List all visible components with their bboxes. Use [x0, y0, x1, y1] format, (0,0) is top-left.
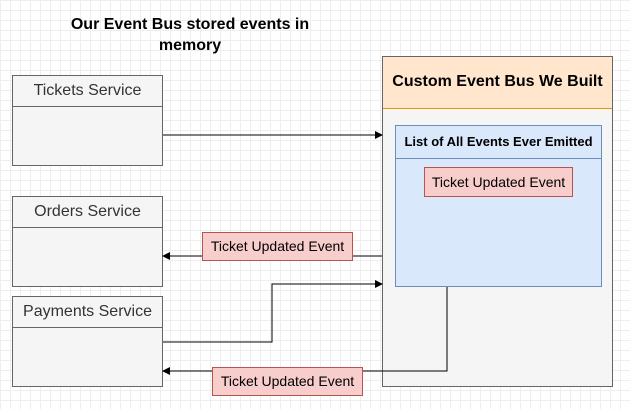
payments-service-label: Payments Service	[13, 297, 162, 328]
diagram-title: Our Event Bus stored events in memory	[70, 16, 310, 54]
tickets-service-box[interactable]: Tickets Service	[12, 75, 163, 166]
arrow-payments-to-bus	[163, 280, 383, 343]
events-list-box[interactable]: List of All Events Ever Emitted	[395, 125, 602, 287]
stored-event-badge: Ticket Updated Event	[424, 167, 573, 197]
events-list-title: List of All Events Ever Emitted	[396, 126, 601, 159]
tickets-service-label: Tickets Service	[13, 76, 162, 107]
payments-service-box[interactable]: Payments Service	[12, 296, 163, 387]
orders-service-box[interactable]: Orders Service	[12, 196, 163, 287]
arrow-list-to-payments	[162, 287, 448, 375]
orders-service-label: Orders Service	[13, 197, 162, 228]
orders-event-label: Ticket Updated Event	[202, 232, 353, 261]
payments-event-label: Ticket Updated Event	[212, 367, 363, 396]
event-bus-title: Custom Event Bus We Built	[383, 57, 612, 109]
